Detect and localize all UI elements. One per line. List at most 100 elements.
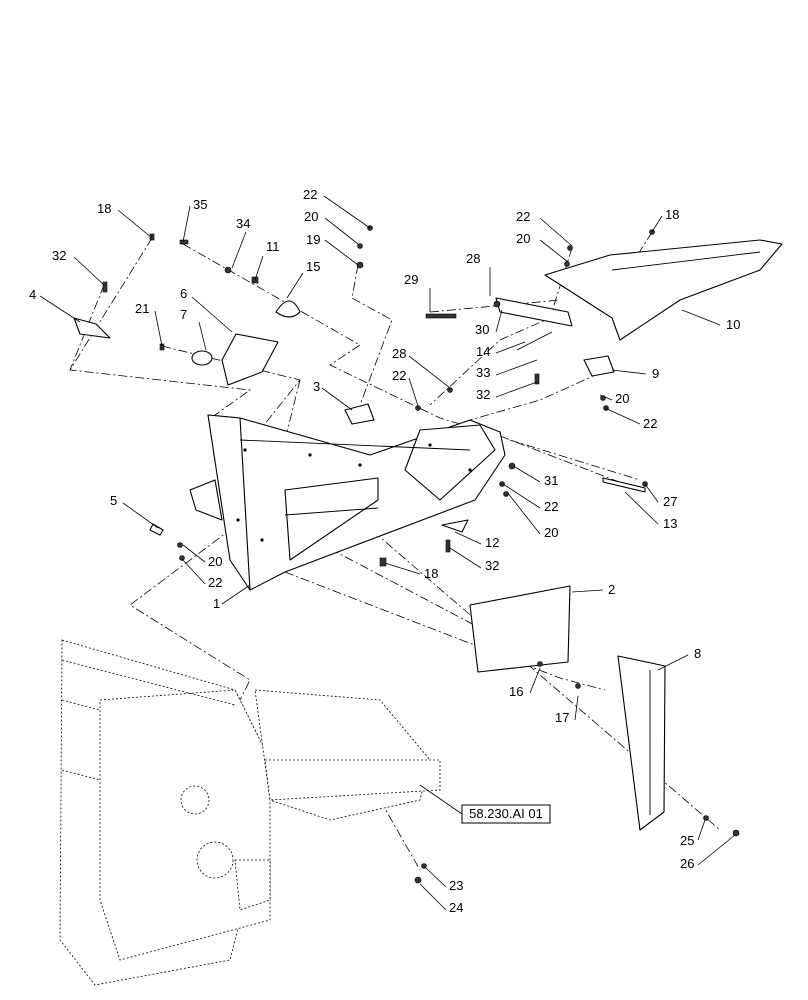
callout-c27[interactable]: 27 [663,494,677,509]
reference-box[interactable] [461,804,551,824]
callout-c5[interactable]: 5 [110,493,117,508]
leader-line-c4 [39,295,81,323]
callout-c28a[interactable]: 28 [466,251,480,266]
callout-c22c[interactable]: 22 [392,368,406,383]
callout-c13[interactable]: 13 [663,516,677,531]
callout-c22a[interactable]: 22 [303,187,317,202]
callout-c9[interactable]: 9 [652,366,659,381]
strip-8 [617,655,666,831]
callout-c22d[interactable]: 22 [643,416,657,431]
callout-c20c[interactable]: 20 [615,391,629,406]
callout-c17[interactable]: 17 [555,710,569,725]
leader-line-c20d [182,544,206,563]
leader-line-c1 [221,584,251,605]
nose-cone-10 [544,239,783,341]
callout-c10[interactable]: 10 [726,317,740,332]
callout-c15[interactable]: 15 [306,259,320,274]
callout-c34[interactable]: 34 [236,216,250,231]
callout-c2[interactable]: 2 [608,582,615,597]
callout-c16[interactable]: 16 [509,684,523,699]
callout-c31[interactable]: 31 [544,473,558,488]
callout-c20e[interactable]: 20 [544,525,558,540]
leader-line-c18c [384,562,421,575]
callout-c28b[interactable]: 28 [392,346,406,361]
leader-line-c22f [502,483,541,509]
pin-5 [149,523,164,536]
callout-c26[interactable]: 26 [680,856,694,871]
leader-line-c35 [182,205,191,243]
callout-c25[interactable]: 25 [680,833,694,848]
leader-line-c9 [611,369,647,375]
bracket-9 [583,355,615,377]
bracket-3 [344,403,375,425]
leader-line-c30 [495,309,503,333]
leader-line-c22c [408,377,419,407]
callout-c21[interactable]: 21 [135,301,149,316]
leader-line-c10 [681,309,721,326]
callout-c30[interactable]: 30 [475,322,489,337]
callout-c35[interactable]: 35 [193,197,207,212]
callout-c23[interactable]: 23 [449,878,463,893]
callout-c32c[interactable]: 32 [485,558,499,573]
callout-c22e[interactable]: 22 [208,575,222,590]
callout-c3[interactable]: 3 [313,379,320,394]
leader-line-c6 [191,296,233,333]
callout-c1[interactable]: 1 [213,596,220,611]
callout-c7[interactable]: 7 [180,307,187,322]
frame-bracket-28 [495,297,573,327]
callout-c20d[interactable]: 20 [208,554,222,569]
callout-c18a[interactable]: 18 [97,201,111,216]
callout-c20b[interactable]: 20 [516,231,530,246]
callout-c19[interactable]: 19 [306,232,320,247]
callout-c33[interactable]: 33 [476,365,490,380]
callout-c18b[interactable]: 18 [665,207,679,222]
leader-line-c22e [181,558,206,585]
leader-line-c32b [495,381,538,398]
side-plate-2 [469,585,571,673]
leader-line-c15 [286,272,304,299]
leader-line-c18a [117,209,153,239]
callout-c22b[interactable]: 22 [516,209,530,224]
callout-c12[interactable]: 12 [485,535,499,550]
callout-c20a[interactable]: 20 [304,209,318,224]
callout-c29[interactable]: 29 [404,272,418,287]
leader-line-c13 [624,491,659,525]
bracket-4 [73,317,111,339]
leader-line-c12 [454,531,482,545]
leader-line-c20c [599,394,613,401]
leader-line-c5 [122,502,159,529]
clip-15 [275,300,301,318]
leader-line-c34 [231,231,247,269]
rod-14 [516,331,553,351]
callout-c18c[interactable]: 18 [424,566,438,581]
callout-c8[interactable]: 8 [694,646,701,661]
leader-line-c17 [574,695,579,721]
leader-line-c7 [198,321,207,351]
callout-c32b[interactable]: 32 [476,387,490,402]
callout-c32a[interactable]: 32 [52,248,66,263]
callout-c14[interactable]: 14 [476,344,490,359]
callout-c24[interactable]: 24 [449,900,463,915]
reference-frame [59,639,441,986]
callout-c11[interactable]: 11 [266,239,280,254]
leader-line-c21 [154,310,163,347]
leader-line-c27 [644,483,659,503]
callout-c4[interactable]: 4 [29,287,36,302]
leader-line-c22d [604,407,641,425]
leader-line-c3 [321,387,353,411]
reference-label[interactable]: 58.230.AI 01 [469,806,543,821]
reference-callout[interactable]: 58.230.AI 01 [419,784,551,824]
callout-c22f[interactable]: 22 [544,499,558,514]
callout-c6[interactable]: 6 [180,286,187,301]
leader-line-c23 [425,867,447,888]
leader-line-c18b [651,215,663,233]
leader-line-c28b [408,355,451,389]
callout-leaders [39,195,736,911]
leader-line-c20b [539,239,569,263]
leader-line-c22b [539,217,573,247]
leader-line-c19 [324,239,359,266]
upper-plate-6 [221,333,279,386]
leader-line-c26 [697,834,736,866]
